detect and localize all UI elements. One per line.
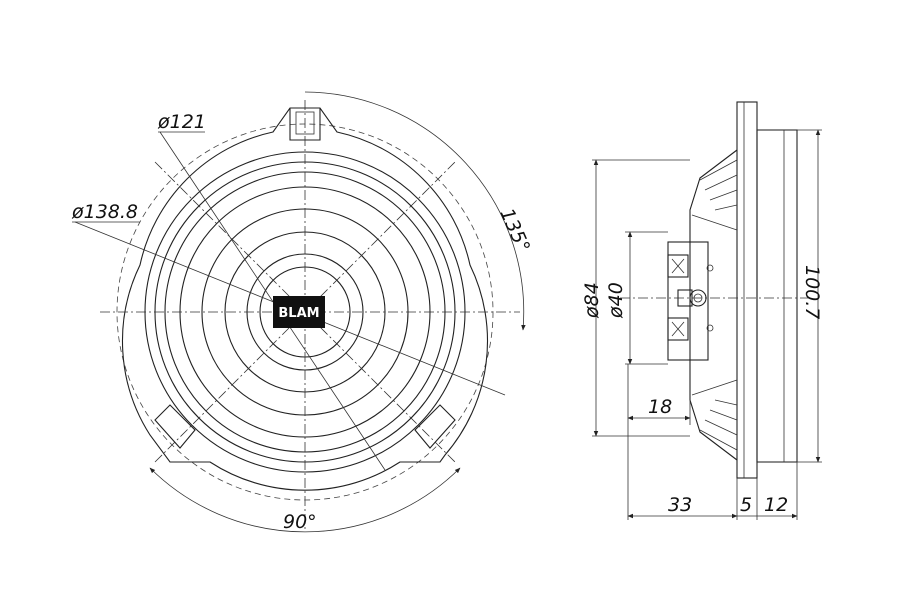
frame-outline <box>122 107 489 491</box>
brand-logo: BLAM <box>278 306 319 321</box>
top-tab-slot <box>295 111 315 135</box>
dim-5: 5 <box>740 494 752 516</box>
dim-height: 100.7 <box>801 265 823 319</box>
lug-top <box>706 264 714 272</box>
dim-d121: ø121 <box>157 111 206 133</box>
side-view: ø40 ø84 100.7 18 33 5 12 <box>581 101 823 520</box>
dim-d84: ø84 <box>581 282 603 319</box>
dim-d138: ø138.8 <box>71 201 138 223</box>
basket-ribs-bottom <box>691 379 738 451</box>
angle-arc-90 <box>149 467 461 533</box>
lug-bottom <box>706 324 714 332</box>
bottom-right-tab <box>414 404 456 449</box>
terminal-top <box>667 254 689 278</box>
basket-ribs-top <box>691 159 738 231</box>
angle-arc-135 <box>304 91 526 331</box>
front-face <box>756 129 798 463</box>
terminal-bottom <box>667 317 689 341</box>
dim-18: 18 <box>648 396 672 418</box>
dim-angle-135: 135° <box>495 205 534 256</box>
dim-angle-90: 90° <box>283 511 317 533</box>
front-view: BLAM ø121 ø138.8 135° 90° <box>71 91 534 533</box>
brand-logo-box <box>273 296 325 328</box>
basket-body <box>689 149 738 461</box>
dim-33: 33 <box>668 494 692 516</box>
terminal-bottom-cross <box>671 321 685 337</box>
dim-12: 12 <box>764 494 788 516</box>
bottom-left-tab <box>154 404 196 449</box>
motor-assembly <box>667 241 709 361</box>
flange-plate <box>736 101 758 479</box>
dim-d40: ø40 <box>605 282 627 319</box>
leader-d121 <box>159 131 386 471</box>
terminal-top-cross <box>671 258 685 274</box>
